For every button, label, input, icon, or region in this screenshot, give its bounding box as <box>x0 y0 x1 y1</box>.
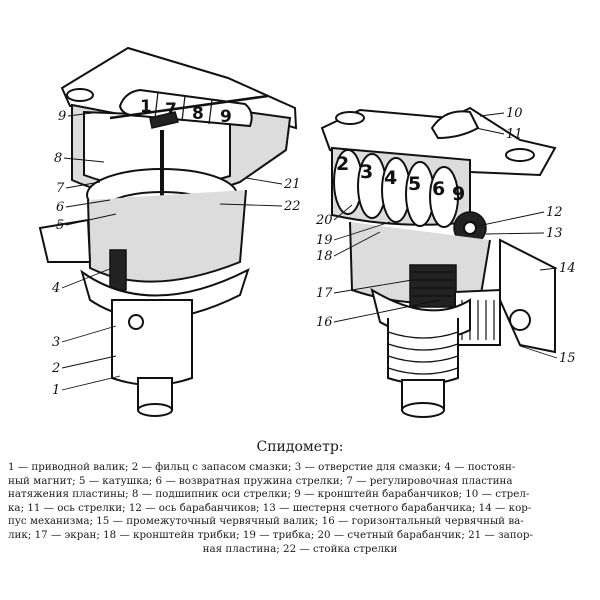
part-label-20: 20 <box>315 213 333 228</box>
part-label-6: 6 <box>56 200 64 215</box>
leader-lines <box>61 111 558 391</box>
part-label-9: 9 <box>58 109 66 124</box>
part-label-1: 1 <box>52 383 60 398</box>
right-drum-digit: 6 <box>432 178 445 200</box>
right-drum-digit: 3 <box>360 161 373 183</box>
legend-line: натяжения пластины; 8 — подшипник оси ст… <box>8 488 530 501</box>
part-label-8: 8 <box>54 151 62 166</box>
right-drum-digit: 2 <box>336 153 349 175</box>
legend-line: лик; 17 — экран; 18 — кронштейн трибки; … <box>8 528 533 541</box>
right-drum-digit: 5 <box>408 173 421 195</box>
part-label-19: 19 <box>316 233 333 248</box>
legend-line: ный магнит; 5 — катушка; 6 — возвратная … <box>8 474 513 487</box>
part-label-14: 14 <box>559 261 576 276</box>
part-label-22: 22 <box>283 199 301 214</box>
part-label-7: 7 <box>56 181 65 196</box>
right-drum-digit: 4 <box>384 167 397 189</box>
part-label-21: 21 <box>283 177 301 192</box>
part-label-5: 5 <box>56 218 64 233</box>
figure-title: Спидометр: <box>256 439 344 455</box>
left-drum-digit: 8 <box>192 104 204 124</box>
part-label-10: 10 <box>506 106 523 121</box>
part-label-17: 17 <box>316 286 333 301</box>
part-label-11: 11 <box>506 127 523 142</box>
part-label-2: 2 <box>51 361 60 376</box>
right-mechanism-drawing: 2 3 4 5 6 9 <box>320 106 557 418</box>
figure-legend: 1 — приводной валик; 2 — фильц с запасом… <box>8 461 592 556</box>
part-label-3: 3 <box>52 335 60 350</box>
legend-line: пус механизма; 15 — промежуточный червяч… <box>8 515 524 528</box>
legend-line: ная пластина; 22 — стойка стрелки <box>202 542 398 555</box>
left-mechanism-drawing: 1 7 8 9 <box>38 46 298 417</box>
speedometer-diagram: 1 7 8 9 <box>38 46 576 418</box>
part-label-15: 15 <box>559 351 576 366</box>
part-label-13: 13 <box>546 226 563 241</box>
part-label-4: 4 <box>51 281 60 296</box>
part-label-12: 12 <box>546 205 563 220</box>
left-drum-digit: 9 <box>220 107 232 127</box>
part-labels: 9 8 7 6 5 4 3 2 1 21 22 10 11 12 13 14 1… <box>51 106 576 398</box>
right-drum-digit: 9 <box>452 183 465 205</box>
part-label-16: 16 <box>316 315 333 330</box>
legend-line: ка; 11 — ось стрелки; 12 — ось барабанчи… <box>8 501 532 514</box>
part-label-18: 18 <box>316 249 333 264</box>
legend-line: 1 — приводной валик; 2 — фильц с запасом… <box>8 461 516 473</box>
left-drum-digit: 1 <box>140 97 152 117</box>
